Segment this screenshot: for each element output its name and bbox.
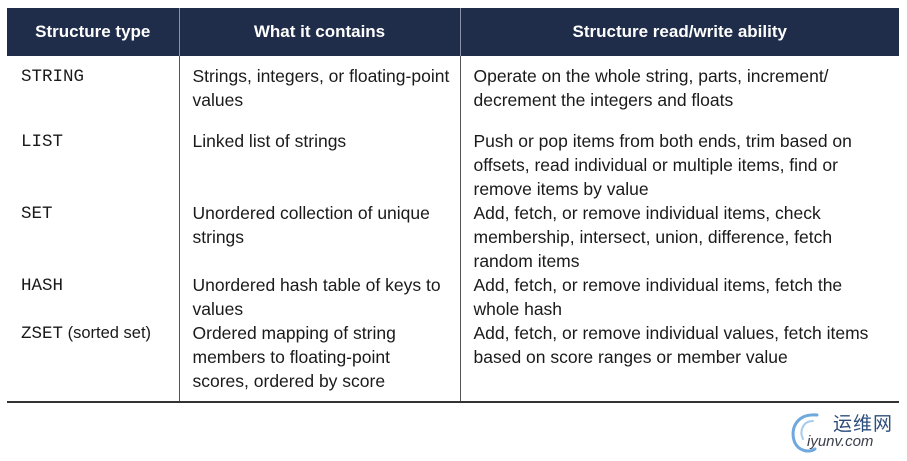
contains-text: Unordered collection of unique strings	[192, 203, 430, 247]
watermark-swirl-icon	[791, 413, 819, 453]
table-body: STRING Strings, integers, or floating-po…	[7, 56, 899, 403]
cell-ability: Add, fetch, or remove individual items, …	[459, 201, 899, 273]
contains-text: Unordered hash table of keys to values	[192, 275, 441, 319]
table-row: HASH Unordered hash table of keys to val…	[7, 273, 899, 321]
cell-contains: Unordered hash table of keys to values	[178, 273, 460, 321]
table-row: ZSET (sorted set) Ordered mapping of str…	[7, 321, 899, 403]
table-row: STRING Strings, integers, or floating-po…	[7, 56, 899, 129]
cell-structure-type: ZSET (sorted set)	[7, 321, 179, 403]
ability-text: Add, fetch, or remove individual items, …	[473, 275, 843, 319]
header-what-it-contains: What it contains	[178, 8, 460, 56]
type-name: ZSET	[21, 324, 64, 344]
cell-ability: Add, fetch, or remove individual items, …	[459, 273, 899, 321]
cell-structure-type: LIST	[7, 129, 179, 201]
ability-text: Operate on the whole string, parts, incr…	[473, 66, 829, 110]
type-name: HASH	[21, 276, 64, 296]
header-read-write-ability: Structure read/write ability	[459, 8, 899, 56]
watermark: 运维网 iyunv.com	[787, 409, 899, 457]
type-suffix: (sorted set)	[63, 324, 152, 342]
table-row: LIST Linked list of strings Push or pop …	[7, 129, 899, 201]
watermark-site-text: iyunv.com	[807, 433, 874, 450]
type-name: SET	[21, 204, 53, 224]
type-name: LIST	[21, 132, 64, 152]
data-structures-table: Structure type What it contains Structur…	[7, 8, 899, 403]
ability-text: Add, fetch, or remove individual items, …	[473, 203, 833, 271]
cell-ability: Operate on the whole string, parts, incr…	[459, 56, 899, 129]
cell-contains: Strings, integers, or floating-point val…	[178, 56, 460, 129]
ability-text: Push or pop items from both ends, trim b…	[473, 131, 852, 199]
type-name: STRING	[21, 67, 85, 87]
watermark-chinese-text: 运维网	[833, 413, 894, 435]
cell-structure-type: SET	[7, 201, 179, 273]
cell-structure-type: HASH	[7, 273, 179, 321]
header-structure-type: Structure type	[7, 8, 179, 56]
table-header: Structure type What it contains Structur…	[7, 8, 899, 56]
cell-ability: Push or pop items from both ends, trim b…	[459, 129, 899, 201]
contains-text: Strings, integers, or floating-point val…	[192, 66, 450, 110]
contains-text: Ordered mapping of string members to flo…	[192, 323, 396, 391]
cell-contains: Ordered mapping of string members to flo…	[178, 321, 460, 403]
cell-ability: Add, fetch, or remove individual values,…	[459, 321, 899, 403]
cell-contains: Unordered collection of unique strings	[178, 201, 460, 273]
header-row: Structure type What it contains Structur…	[7, 8, 899, 56]
cell-structure-type: STRING	[7, 56, 179, 129]
contains-text: Linked list of strings	[192, 131, 347, 151]
data-structures-table-container: Structure type What it contains Structur…	[7, 8, 899, 403]
cell-contains: Linked list of strings	[178, 129, 460, 201]
table-row: SET Unordered collection of unique strin…	[7, 201, 899, 273]
ability-text: Add, fetch, or remove individual values,…	[473, 323, 869, 367]
